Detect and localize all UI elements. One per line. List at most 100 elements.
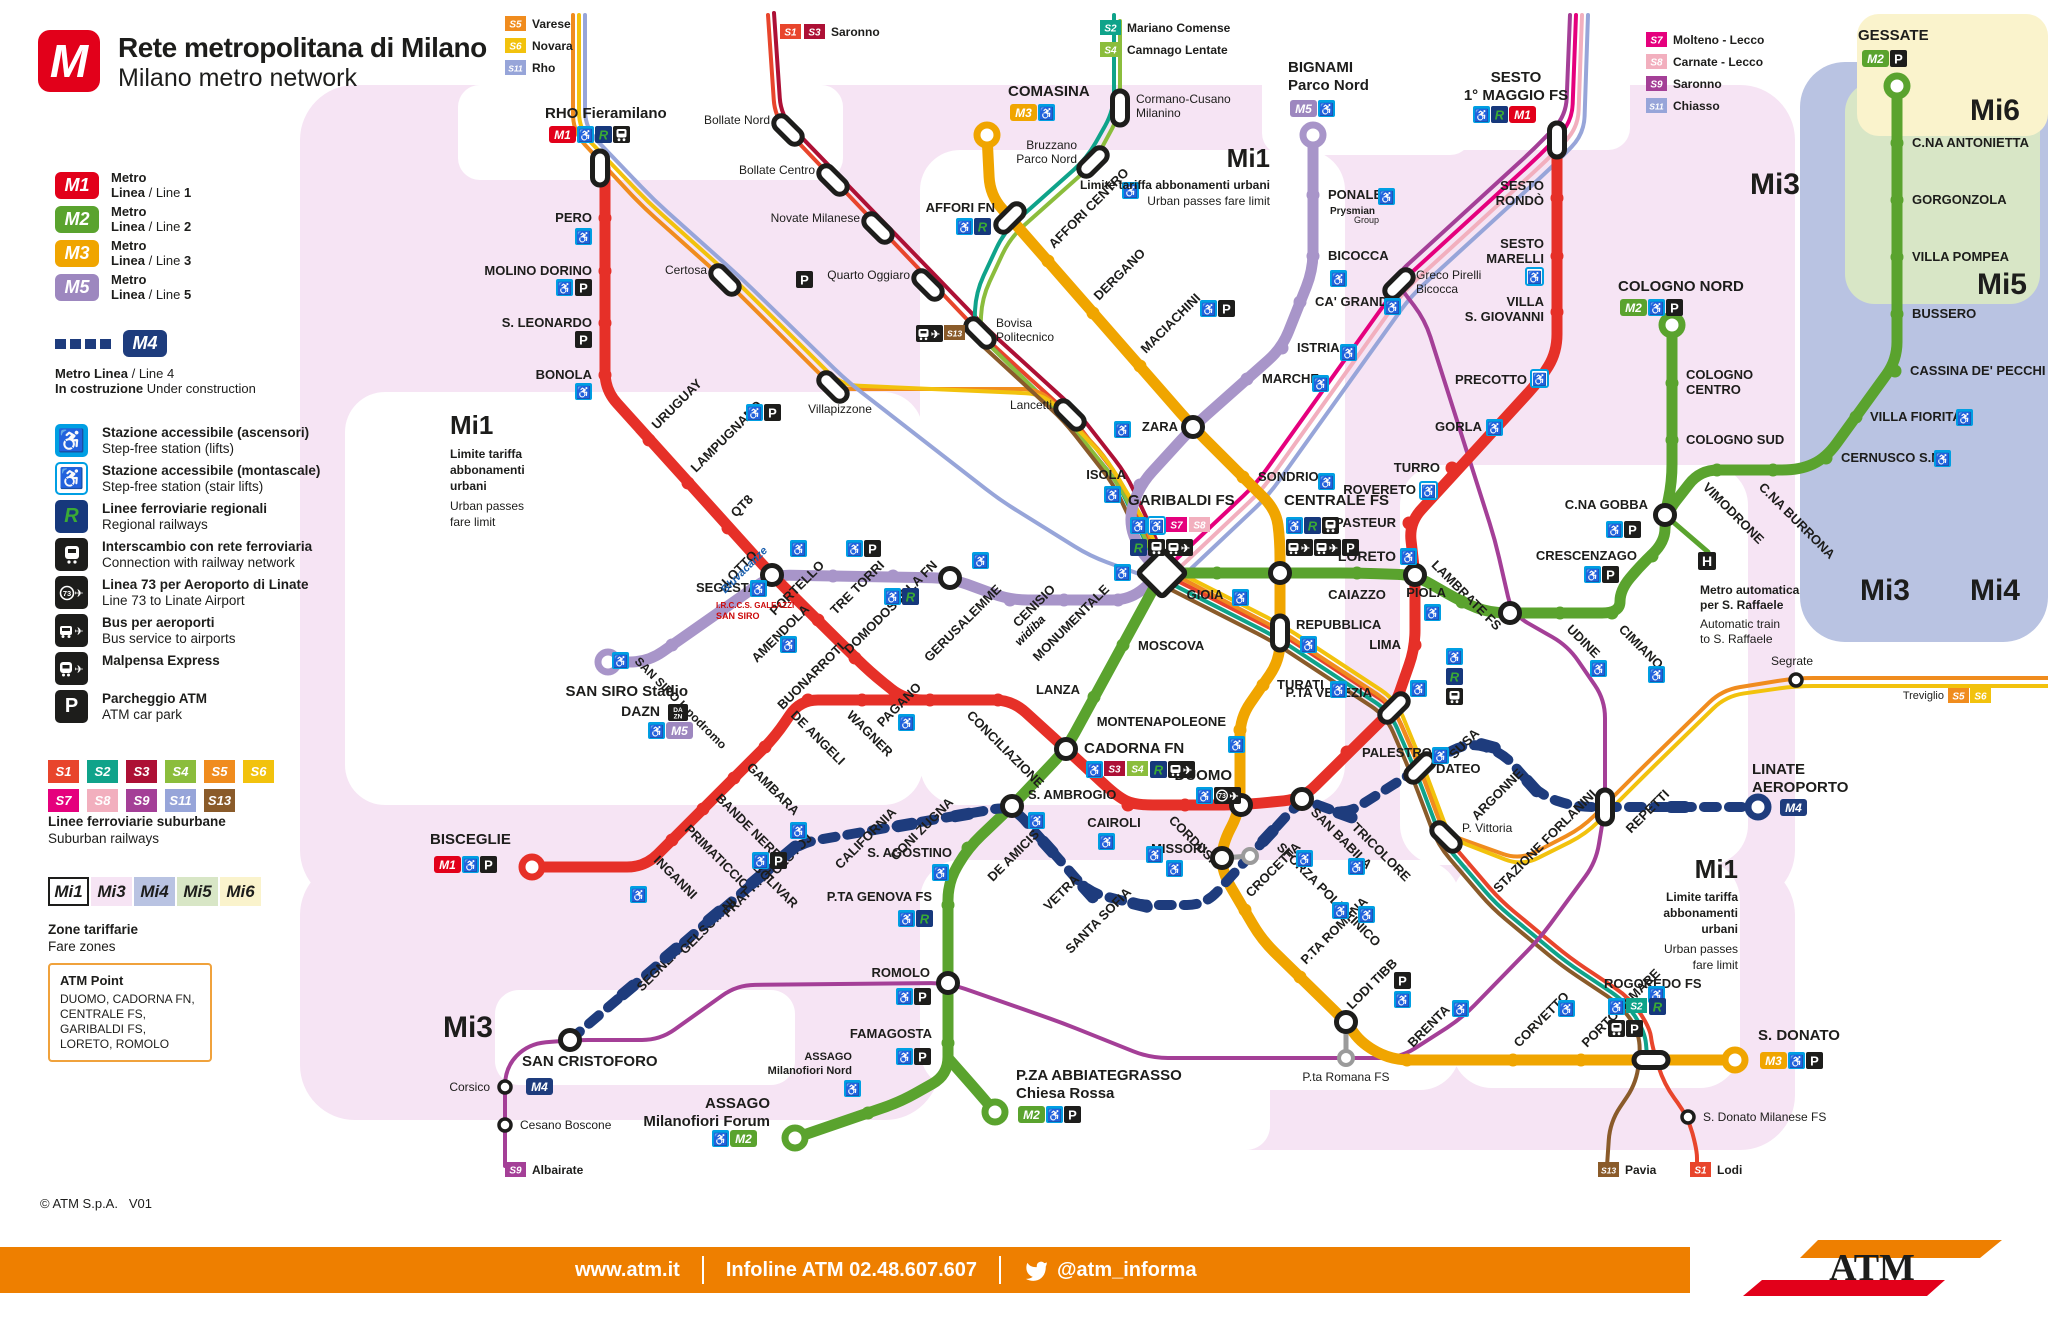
line-endpoint-label: Pavia <box>1625 1163 1657 1177</box>
svg-text:♿: ♿ <box>1123 185 1138 199</box>
station-san-cristoforo <box>558 1028 582 1052</box>
badge-acc-icon: ♿ <box>1200 300 1217 317</box>
svg-text:♿: ♿ <box>1607 524 1622 538</box>
badge-acc-icon: ♿ <box>1446 648 1463 665</box>
svg-text:P: P <box>484 858 493 873</box>
station-novate-milanese: Novate Milanese <box>771 211 895 245</box>
badge-s4-icon: S4 <box>1127 761 1148 776</box>
badge-acc-icon: ♿ <box>1590 660 1607 677</box>
station-villa-s-giovanni <box>1550 305 1564 319</box>
badge-acc-icon: ♿ <box>1788 1052 1805 1069</box>
badge-s5-icon: S5 <box>1948 688 1969 703</box>
svg-text:♿: ♿ <box>1039 107 1054 121</box>
station-bovisa-politecnico <box>963 316 997 350</box>
station-pasteur: PASTEUR <box>1335 515 1416 530</box>
svg-text:P: P <box>1346 541 1355 556</box>
badge-acc-icon: ♿ <box>752 852 769 869</box>
badge-acc-icon: ♿ <box>1648 299 1665 316</box>
badge-tr-icon <box>613 126 630 143</box>
station-palestro: PALESTRO <box>1340 745 1432 760</box>
svg-text:S6: S6 <box>1974 692 1987 703</box>
badge-s6-icon: S6 <box>505 38 526 53</box>
badge-acc-icon: ♿ <box>750 580 767 597</box>
station-sondrio: SONDRIO <box>1236 469 1319 484</box>
map-label: ASSAGO <box>705 1095 770 1112</box>
badge-acc-icon: ♿ <box>1130 517 1147 534</box>
badge-accw-icon: ♿ <box>1147 516 1166 535</box>
svg-text:P: P <box>1606 568 1615 583</box>
svg-text:♿: ♿ <box>649 725 664 739</box>
badge-acc-icon: ♿ <box>575 383 592 400</box>
footer-twitter-handle[interactable]: @atm_informa <box>1057 1258 1197 1281</box>
svg-text:✈: ✈ <box>931 329 940 341</box>
chip-s3: S3 <box>126 760 157 783</box>
station-label: VILLA FIORITA <box>1870 409 1962 424</box>
map-label: Treviglio <box>1903 690 1944 702</box>
svg-text:M3: M3 <box>1015 106 1032 120</box>
station-label: GORGONZOLA <box>1912 192 2007 207</box>
badge-r-icon: R <box>595 126 612 143</box>
map-label: DAZN <box>621 703 660 719</box>
map-label: BISCEGLIE <box>430 831 511 848</box>
map-label: Mi3 <box>443 1011 493 1044</box>
station-label: PALESTRO <box>1362 745 1432 760</box>
svg-text:♿: ♿ <box>1287 520 1302 534</box>
map-label: Mi4 <box>1970 574 2020 607</box>
svg-text:♿: ♿ <box>1229 739 1244 753</box>
map-label: S. DONATO <box>1758 1027 1840 1044</box>
badge-acc-icon: ♿ <box>1584 566 1601 583</box>
zone-chip-mi3: Mi3 <box>91 877 132 906</box>
badge-m5-icon: M5 <box>666 722 693 739</box>
svg-text:♿: ♿ <box>1421 485 1436 499</box>
map-label: I.R.C.C.S. GALEAZZI <box>716 601 794 610</box>
legend-suburban-subtitle: Suburban railways <box>48 831 160 846</box>
badge-acc-icon: ♿ <box>1086 761 1103 778</box>
svg-text:✈: ✈ <box>1181 543 1190 555</box>
map-label: Bruzzano <box>1026 138 1077 152</box>
station-villa-fiorita: VILLA FIORITA <box>1849 409 1962 424</box>
station-c-na-gobba: C.NA GOBBA <box>1565 497 1677 527</box>
line-endpoint-label: Carnate - Lecco <box>1673 55 1763 69</box>
badge-s11-icon: S11 <box>1646 98 1667 113</box>
chip-s13: S13 <box>204 789 235 812</box>
poster-subtitle: Milano metro network <box>118 64 357 92</box>
svg-text:♿: ♿ <box>1319 103 1334 117</box>
svg-text:R: R <box>1134 541 1144 556</box>
badge-acc-icon: ♿ <box>790 822 807 839</box>
svg-text:ATM: ATM <box>1829 1247 1915 1289</box>
svg-text:P: P <box>918 1050 927 1065</box>
station-loreto: LORETO <box>1338 548 1427 587</box>
badge-s8-icon: S8 <box>1646 54 1667 69</box>
station-s-ambrogio: S. AMBROGIO <box>1000 787 1116 818</box>
svg-text:♿: ♿ <box>1197 790 1212 804</box>
station-s-agostino: S. AGOSTINO <box>867 841 975 860</box>
svg-text:♿: ♿ <box>791 825 806 839</box>
station-label: FAMAGOSTA <box>850 1026 933 1041</box>
svg-text:S2: S2 <box>1104 24 1117 35</box>
station-label: P.TA VENEZIA <box>1286 685 1373 700</box>
badge-acc-icon: ♿ <box>790 540 807 557</box>
station-bonola: BONOLA <box>536 367 612 382</box>
badge-m4-icon: M4 <box>526 1078 553 1095</box>
map-label: Metro automatica <box>1700 583 1800 597</box>
station-cernusco-s-n: CERNUSCO S.N. <box>1819 450 1944 465</box>
line-endpoint-label: Lodi <box>1717 1163 1742 1177</box>
badge-acc-icon: ♿ <box>1300 636 1317 653</box>
footer-website-link[interactable]: www.atm.it <box>575 1258 680 1281</box>
svg-text:♿: ♿ <box>1379 191 1394 205</box>
svg-text:✈: ✈ <box>1329 543 1338 555</box>
station-label: Villapizzone <box>808 402 872 416</box>
map-label: SAN CRISTOFORO <box>522 1053 658 1070</box>
zone-chip-mi5: Mi5 <box>177 877 218 906</box>
svg-text:♿: ♿ <box>1527 271 1542 285</box>
badge-acc-icon: ♿ <box>648 722 665 739</box>
badge-acc-icon: ♿ <box>1410 680 1427 697</box>
svg-text:P: P <box>1222 302 1231 317</box>
map-label: Mi3 <box>1750 168 1800 201</box>
station-label: VILLA POMPEA <box>1912 249 2010 264</box>
svg-text:S2: S2 <box>1630 1002 1643 1013</box>
svg-text:P: P <box>1630 1022 1639 1037</box>
badge-accw-icon: ♿ <box>1419 481 1438 500</box>
badge-acc-icon: ♿ <box>956 218 973 235</box>
